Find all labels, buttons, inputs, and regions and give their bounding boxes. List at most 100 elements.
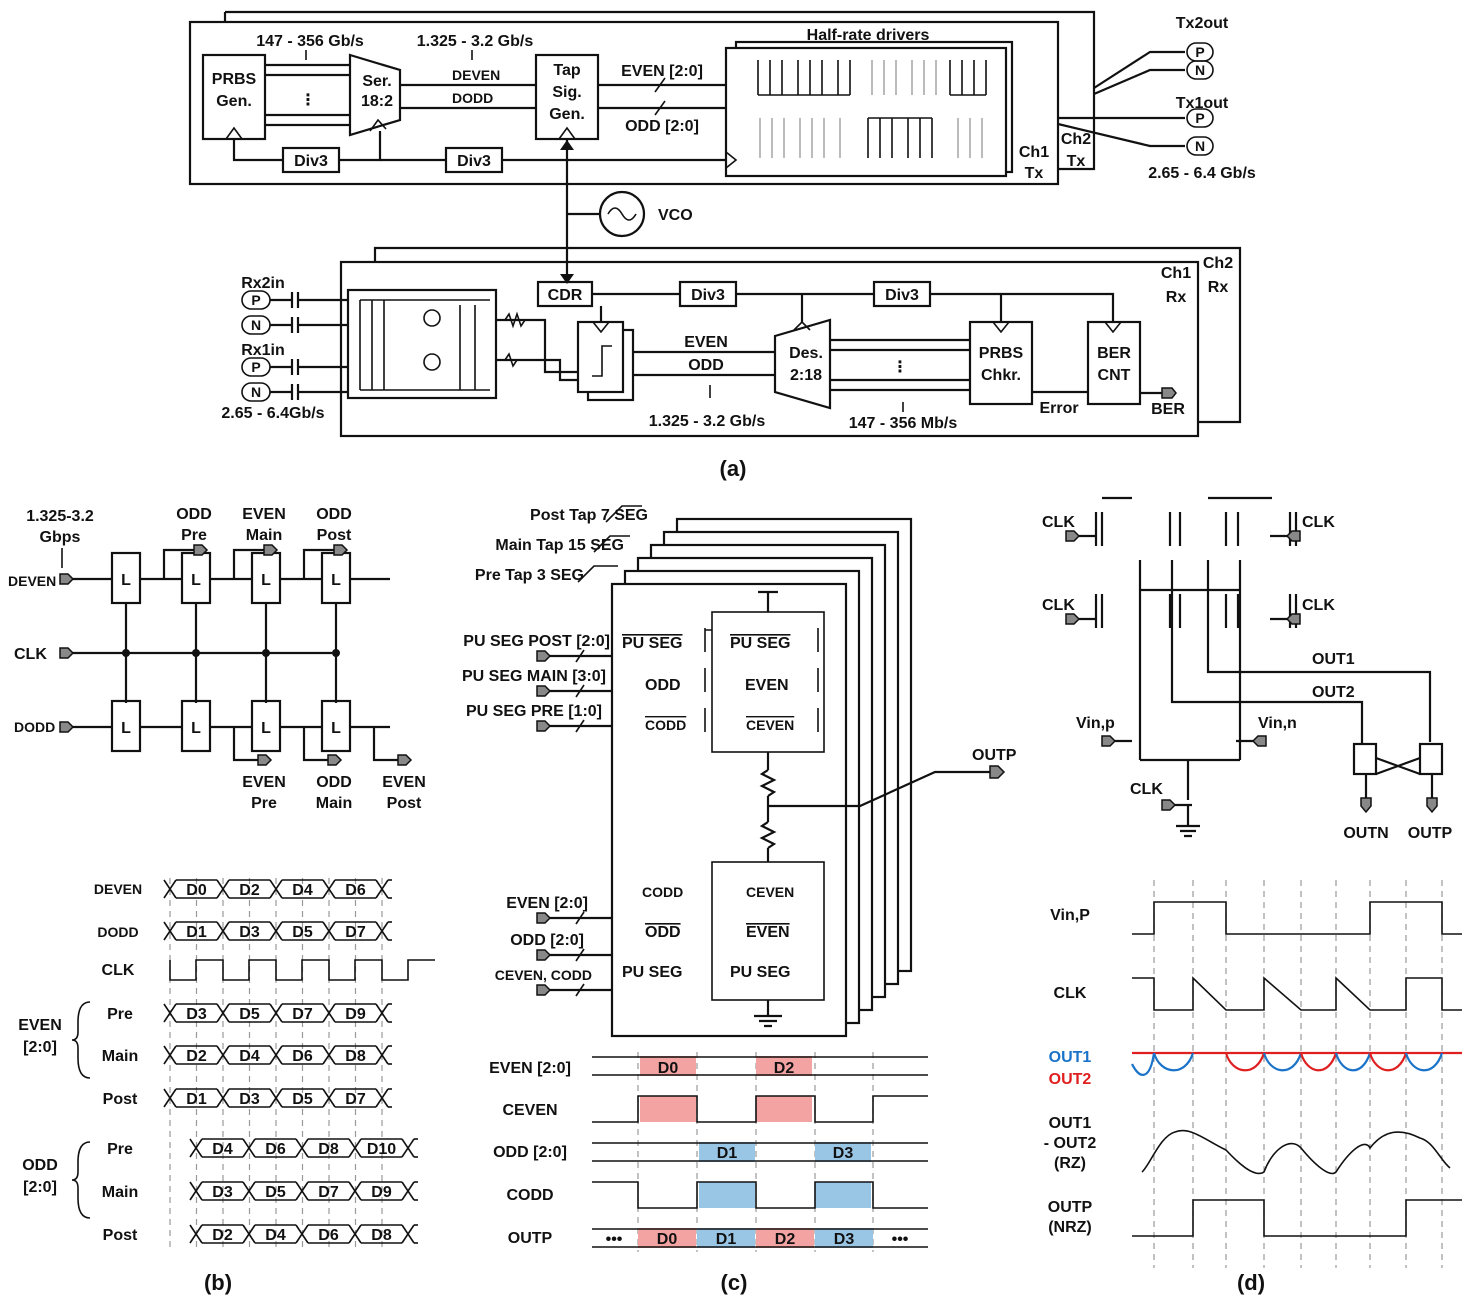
timing-data-label: D3 (212, 1184, 233, 1201)
b-deven-label: DEVEN (8, 573, 56, 589)
latch-label: L (121, 720, 131, 737)
prbs-chkr-label-1: PRBS (979, 345, 1024, 362)
d-t-vinp: Vin,P (1050, 907, 1090, 924)
c-t-out-data: D0 (657, 1231, 678, 1248)
c-odd-bar: ODD (645, 924, 681, 941)
timing-data-label: D9 (345, 1006, 366, 1023)
d-vinn-label: Vin,n (1258, 715, 1297, 732)
tx-even-bus: EVEN [2:0] (621, 63, 703, 80)
timing-data-label: D8 (371, 1227, 392, 1244)
rx-input-rate: 2.65 - 6.4Gb/s (221, 405, 324, 422)
rx-div3-a-label: Div3 (691, 287, 725, 304)
ctle-internals (359, 299, 490, 391)
d-t-diff-1: OUT1 (1049, 1115, 1092, 1132)
c-t-out-data: D1 (716, 1231, 737, 1248)
panel-c: Post Tap 7 SEG Main Tap 15 SEG Pre Tap 3… (462, 505, 1017, 1295)
c-codd-bar: CODD (645, 717, 686, 733)
t-dodd: DODD (97, 924, 138, 940)
rx-slicer-block (576, 320, 625, 394)
svg-text:⋮: ⋮ (892, 359, 908, 376)
rx2in-label: Rx2in (241, 275, 285, 292)
panel-a: PRBS Gen. ⋮ 147 - 356 Gb/s Ser. 18:2 1.3… (188, 10, 1256, 481)
c-pu-seg-l: PU SEG (622, 964, 682, 981)
prbs-gen-label-2: Gen. (216, 93, 252, 110)
timing-data-label: D7 (292, 1006, 313, 1023)
vco-label: VCO (658, 207, 693, 224)
caption-b: (b) (204, 1270, 232, 1295)
latch-label: L (261, 572, 271, 589)
d-timing-diagram (1131, 880, 1462, 1268)
caption-a: (a) (720, 456, 747, 481)
latch-label: L (121, 572, 131, 589)
d-t-outp-2: (NRZ) (1048, 1219, 1092, 1236)
t-row-label: Post (103, 1091, 138, 1108)
tap-label-3: Gen. (549, 106, 585, 123)
tap-label-1: Tap (553, 62, 580, 79)
c-t-label: EVEN [2:0] (489, 1060, 571, 1077)
half-rate-drivers-block (724, 46, 1008, 178)
timing-data-label: D7 (318, 1184, 339, 1201)
t-row-label: Post (103, 1227, 138, 1244)
ber-label: BER (1151, 401, 1185, 418)
pu-seg-pre-label: PU SEG PRE [1:0] (466, 703, 602, 720)
c-odd-bus-label: ODD [2:0] (510, 932, 584, 949)
latch-label: L (331, 572, 341, 589)
post-tap-label: Post Tap 7 SEG (530, 507, 648, 524)
deserializer-block (773, 318, 832, 410)
timing-data-label: D4 (212, 1141, 233, 1158)
ch1-rx-label-1: Ch1 (1161, 265, 1191, 282)
ch2-tx-label-2: Tx (1067, 153, 1086, 170)
rx-parallel-rate: 147 - 356 Mb/s (849, 415, 958, 432)
tap-bottom-label: EVEN (242, 774, 286, 791)
tx1out-label: Tx1out (1176, 95, 1229, 112)
ber-cnt-block (1086, 320, 1142, 406)
tx-odd-bus: ODD [2:0] (625, 118, 699, 135)
tx-div3-b-label: Div3 (457, 153, 491, 170)
rx-ctle-block (346, 288, 498, 400)
t-group: ODD (22, 1157, 58, 1174)
tap-bottom-sub: Main (316, 795, 352, 812)
c-codd-label: CODD (642, 884, 683, 900)
tap-top-label: EVEN (242, 506, 286, 523)
timing-data-label: D7 (345, 1091, 366, 1108)
c-t-even-data: D0 (658, 1060, 679, 1077)
pre-tap-label: Pre Tap 3 SEG (475, 567, 584, 584)
timing-data-label: D0 (186, 882, 207, 899)
caption-d: (d) (1237, 1270, 1265, 1295)
latch (110, 699, 142, 753)
d-out1-label: OUT1 (1312, 651, 1355, 668)
rx1-pin-p: P (251, 359, 260, 375)
d-t-out1: OUT1 (1049, 1049, 1092, 1066)
serializer-block (348, 53, 402, 137)
timing-data-label: D1 (186, 1091, 207, 1108)
c-even-bus-label: EVEN [2:0] (506, 895, 588, 912)
rx-odd-label: ODD (688, 357, 724, 374)
ch1-rx-frame (339, 260, 1200, 438)
rx1-pin-n: N (251, 384, 261, 400)
prbs-gen-block (201, 53, 267, 141)
latch (110, 551, 142, 605)
c-ceven-codd-label: CEVEN, CODD (495, 967, 592, 983)
timing-data-label: D4 (265, 1227, 286, 1244)
rx1in-label: Rx1in (241, 342, 285, 359)
t-deven: DEVEN (94, 881, 142, 897)
t-row-label: Main (102, 1184, 138, 1201)
ch2-tx-label-1: Ch2 (1061, 131, 1091, 148)
pu-seg-main-label: PU SEG MAIN [3:0] (462, 668, 606, 685)
c-t-out-data: D2 (775, 1231, 796, 1248)
latch-label: L (191, 572, 201, 589)
d-outp-label: OUTP (1408, 825, 1453, 842)
ber-cnt-label-2: CNT (1098, 367, 1131, 384)
caption-c: (c) (721, 1270, 748, 1295)
tx1-pin-n: N (1195, 138, 1205, 154)
d-clk-1: CLK (1042, 514, 1075, 531)
c-t-out-data: D3 (834, 1231, 855, 1248)
cdr-label: CDR (548, 287, 583, 304)
ch2-tx-frame (225, 10, 1096, 171)
prbs-chkr-label-2: Chkr. (981, 367, 1021, 384)
ch2-rx-label-1: Ch2 (1203, 255, 1233, 272)
c-t-label: CEVEN (502, 1102, 557, 1119)
c-t-even-data: D2 (774, 1060, 795, 1077)
rx2-pin-p: P (251, 292, 260, 308)
